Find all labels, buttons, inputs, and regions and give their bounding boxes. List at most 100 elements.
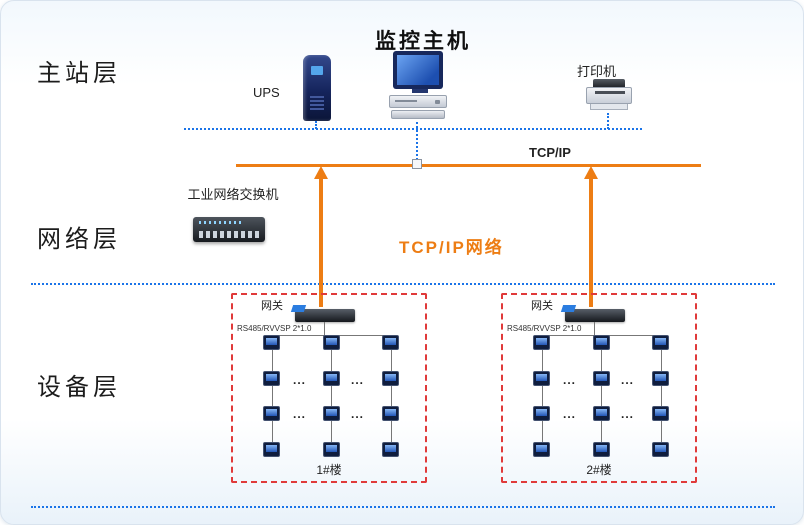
- monitor-icon: [393, 51, 443, 89]
- meter-screen: [385, 409, 396, 417]
- tcpip-bus-line: [236, 164, 701, 167]
- meter-column: [592, 335, 610, 457]
- meter-screen: [266, 444, 277, 452]
- meter-icon: [533, 441, 550, 457]
- uplink-arrow-2: [589, 178, 593, 307]
- meter-screen: [325, 444, 337, 452]
- ups-vents: [310, 96, 324, 112]
- switch-label: 工业网络交换机: [187, 187, 279, 202]
- meter-icon: [652, 335, 669, 350]
- meter-icon: [592, 441, 610, 457]
- gateway-label-1: 网关: [261, 300, 283, 312]
- meter-icon: [382, 335, 399, 350]
- gateway-label-2: 网关: [531, 300, 553, 312]
- bottom-boundary-line: [31, 506, 775, 508]
- ups-icon: [303, 55, 331, 121]
- cable-label-2: RS485/RVVSP 2*1.0: [507, 324, 582, 333]
- meter-icon: [322, 335, 340, 350]
- meter-column: [322, 335, 340, 457]
- more-devices-ellipsis: ...: [621, 373, 635, 387]
- switch-icon: [193, 217, 265, 242]
- meter-icon: [322, 441, 340, 457]
- meter-screen: [595, 444, 607, 452]
- keyboard-icon: [391, 110, 445, 119]
- building-name-1: 1#楼: [316, 463, 342, 477]
- host-drop-line: [416, 122, 418, 160]
- printer-label: 打印机: [577, 64, 617, 79]
- ups-label: UPS: [253, 85, 280, 100]
- layer-label-device: 设备层: [37, 374, 121, 401]
- tcpip-network-label: TCP/IP网络: [399, 238, 504, 257]
- printer-icon: [586, 79, 632, 110]
- meter-screen: [385, 444, 396, 452]
- meter-icon: [382, 441, 399, 457]
- more-devices-ellipsis: ...: [563, 373, 577, 387]
- meter-icon: [533, 335, 550, 350]
- meter-screen: [595, 409, 607, 417]
- switch-leds: [199, 221, 243, 224]
- uplink-arrow-1: [319, 178, 323, 307]
- bus-drop-line: [660, 335, 662, 451]
- monitor-screen: [397, 55, 439, 85]
- meter-icon: [533, 406, 550, 422]
- printer-tray: [590, 104, 628, 110]
- meter-screen: [536, 373, 547, 381]
- printer-lid: [593, 79, 625, 87]
- gateway-icon-1: [290, 305, 355, 322]
- diagram-title: 监控主机: [375, 30, 471, 53]
- meter-screen: [325, 409, 337, 417]
- more-devices-ellipsis: ...: [293, 373, 307, 387]
- bus-tap-connector: [412, 159, 422, 169]
- network-device-separator-line: [31, 283, 775, 285]
- meter-screen: [595, 338, 607, 345]
- building-1-group: 网关 RS485/RVVSP 2*1.0 ... ... ... ... 1#楼: [231, 293, 427, 483]
- bus-drop-line: [601, 335, 602, 451]
- meter-screen: [325, 373, 337, 381]
- uplink-arrow-head-2: [584, 166, 598, 179]
- more-devices-ellipsis: ...: [351, 373, 365, 387]
- ups-drop-line: [315, 121, 317, 129]
- printer-body: [586, 87, 632, 104]
- pc-power-button: [435, 100, 440, 104]
- meter-column: [533, 335, 550, 457]
- meter-icon: [592, 335, 610, 350]
- meter-column: [263, 335, 280, 457]
- meter-screen: [536, 338, 547, 345]
- lan-dotted-line: [184, 128, 642, 130]
- uplink-arrow-head-1: [314, 166, 328, 179]
- meter-icon: [533, 370, 550, 386]
- meter-screen: [266, 409, 277, 417]
- building-2-group: 网关 RS485/RVVSP 2*1.0 ... ... ... ... 2#楼: [501, 293, 697, 483]
- gateway-stub-line: [324, 322, 325, 335]
- more-devices-ellipsis: ...: [621, 407, 635, 421]
- meter-screen: [655, 409, 666, 417]
- gateway-icon-2: [560, 305, 625, 322]
- meter-icon: [322, 406, 340, 422]
- meter-icon: [263, 370, 280, 386]
- bus-drop-line: [390, 335, 392, 451]
- gateway-antenna: [560, 305, 577, 312]
- meter-grid-2: [533, 335, 669, 457]
- pc-case-icon: [389, 95, 447, 108]
- meter-screen: [536, 409, 547, 417]
- meter-screen: [325, 338, 337, 345]
- meter-grid-1: [263, 335, 399, 457]
- meter-icon: [263, 441, 280, 457]
- meter-column: [382, 335, 399, 457]
- meter-icon: [322, 370, 340, 386]
- more-devices-ellipsis: ...: [293, 407, 307, 421]
- more-devices-ellipsis: ...: [563, 407, 577, 421]
- meter-icon: [382, 406, 399, 422]
- meter-column: [652, 335, 669, 457]
- bus-drop-line: [271, 335, 273, 451]
- host-computer-icon: [389, 51, 447, 119]
- meter-icon: [652, 370, 669, 386]
- meter-screen: [655, 373, 666, 381]
- switch-ports: [199, 231, 259, 238]
- meter-icon: [592, 370, 610, 386]
- layer-label-network: 网络层: [37, 226, 121, 253]
- printer-paper-slot: [595, 91, 625, 94]
- ups-screen: [311, 66, 323, 75]
- meter-icon: [382, 370, 399, 386]
